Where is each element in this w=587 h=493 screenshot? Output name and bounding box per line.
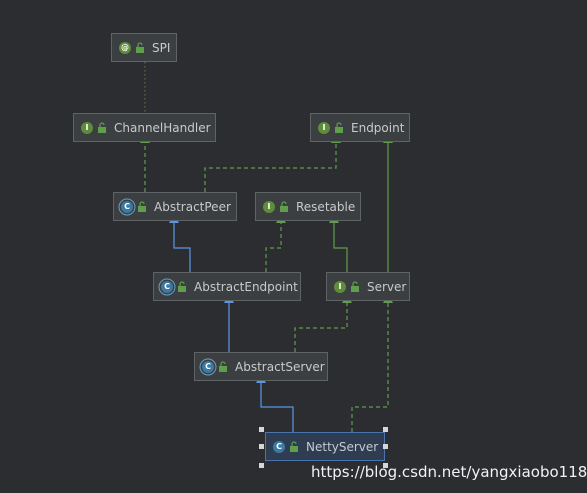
node-label: NettyServer [306, 439, 379, 454]
interface-icon: I [334, 280, 346, 293]
node-label: Resetable [296, 199, 356, 214]
unlock-icon [280, 200, 288, 212]
unlock-icon [290, 440, 298, 452]
interface-icon: I [263, 200, 275, 213]
unlock-icon [98, 121, 106, 133]
node-label: AbstractEndpoint [194, 279, 298, 294]
watermark-text: https://blog.csdn.net/yangxiaobo118 [311, 463, 587, 481]
node-abstract-endpoint[interactable]: C AbstractEndpoint [153, 272, 301, 301]
selection-handle-bottom-left[interactable] [259, 463, 264, 468]
unlock-icon [351, 280, 359, 292]
edge-abstractserver-server [294, 294, 352, 352]
selection-handle-bottom-right[interactable] [383, 463, 388, 468]
node-label: AbstractPeer [154, 199, 231, 214]
abstract-class-icon: C [202, 360, 214, 373]
selection-handle-top-left[interactable] [259, 427, 264, 432]
node-abstract-server[interactable]: C AbstractServer [194, 352, 328, 381]
selection-handle-top-right[interactable] [383, 427, 388, 432]
node-label: AbstractServer [235, 359, 325, 374]
edge-abstractpeer-endpoint [204, 134, 341, 192]
node-label: SPI [152, 40, 171, 55]
edge-abstractendpoint-abstractpeer [169, 214, 191, 272]
edge-nettyserver-abstractserver [256, 374, 294, 432]
node-endpoint[interactable]: I Endpoint [310, 113, 410, 142]
unlock-icon [138, 200, 146, 212]
unlock-icon [136, 41, 144, 53]
unlock-icon [178, 280, 186, 292]
unlock-icon [335, 121, 343, 133]
annotation-icon: @ [119, 41, 131, 54]
abstract-class-icon: C [121, 200, 133, 213]
node-abstract-peer[interactable]: C AbstractPeer [113, 192, 237, 221]
edge-abstractendpoint-resetable [265, 214, 286, 272]
node-channel-handler[interactable]: I ChannelHandler [73, 113, 216, 142]
class-icon: C [273, 440, 285, 453]
node-spi[interactable]: @ SPI [111, 33, 177, 62]
interface-icon: I [318, 121, 330, 134]
abstract-class-icon: C [161, 280, 173, 293]
selection-handle-middle-left[interactable] [259, 444, 264, 449]
node-netty-server[interactable]: C NettyServer [265, 432, 385, 461]
unlock-icon [219, 360, 227, 372]
node-label: ChannelHandler [114, 120, 211, 135]
node-resetable[interactable]: I Resetable [255, 192, 361, 221]
edge-server-resetable [329, 214, 348, 272]
selection-handle-middle-right[interactable] [383, 444, 388, 449]
node-server[interactable]: I Server [326, 272, 410, 301]
node-label: Server [367, 279, 407, 294]
interface-icon: I [81, 121, 93, 134]
node-label: Endpoint [351, 120, 405, 135]
edge-nettyserver-server [351, 294, 393, 432]
